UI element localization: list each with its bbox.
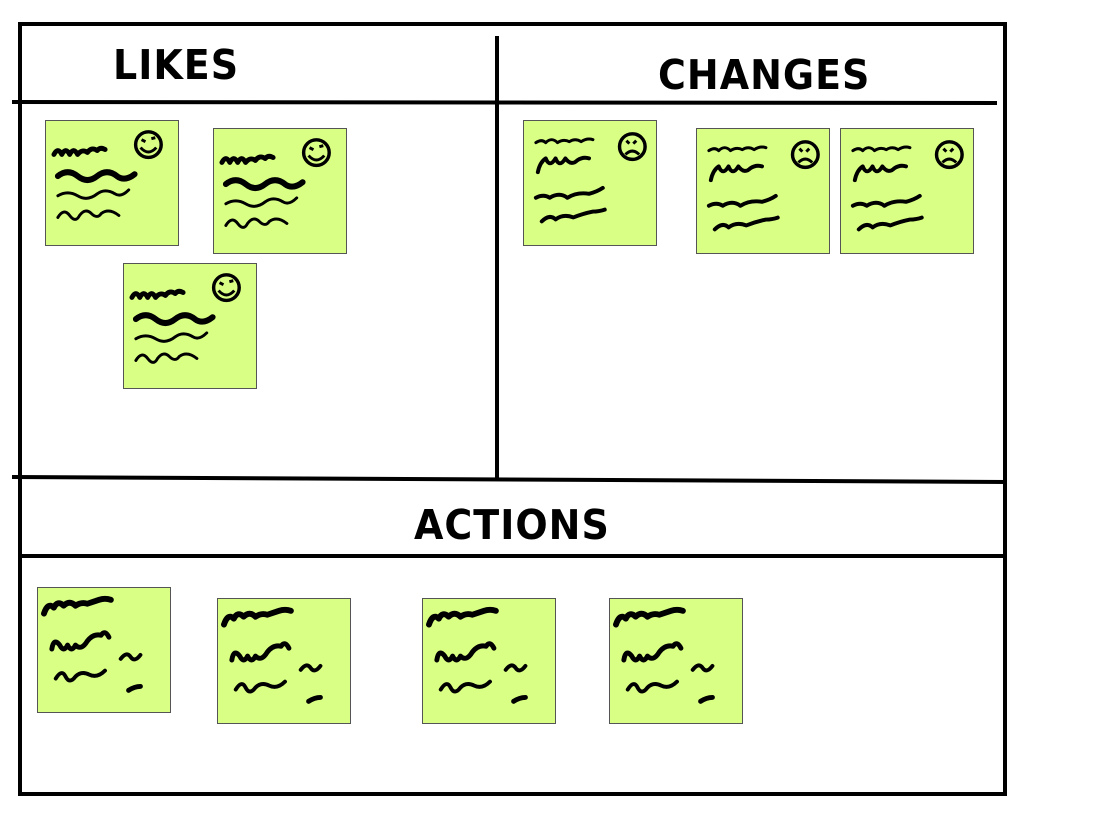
handwritten-scribble <box>706 140 820 232</box>
likes-sticky-note[interactable] <box>45 120 179 246</box>
handwritten-scribble <box>221 606 323 704</box>
changes-sticky-note[interactable] <box>696 128 830 254</box>
handwritten-scribble <box>426 606 528 704</box>
changes-sticky-note[interactable] <box>523 120 657 246</box>
changes-sticky-note[interactable] <box>840 128 974 254</box>
actions-sticky-note[interactable] <box>217 598 351 724</box>
likes-heading: LIKES <box>113 41 240 89</box>
actions-sticky-note[interactable] <box>37 587 171 713</box>
handwritten-scribble <box>533 132 647 224</box>
handwritten-scribble <box>41 595 143 693</box>
changes-heading: CHANGES <box>658 51 871 99</box>
actions-sticky-note[interactable] <box>422 598 556 724</box>
smiley-face-icon <box>133 130 163 160</box>
sad-face-icon <box>617 132 647 162</box>
smiley-face-icon <box>301 138 331 168</box>
handwritten-scribble <box>129 273 241 364</box>
smiley-face-icon <box>211 273 241 303</box>
handwritten-scribble <box>219 138 331 229</box>
likes-sticky-note[interactable] <box>123 263 257 389</box>
actions-sticky-note[interactable] <box>609 598 743 724</box>
sad-face-icon <box>790 140 820 170</box>
handwritten-scribble <box>850 140 964 232</box>
likes-sticky-note[interactable] <box>213 128 347 254</box>
actions-heading: ACTIONS <box>414 501 610 549</box>
sad-face-icon <box>934 140 964 170</box>
handwritten-scribble <box>613 606 715 704</box>
handwritten-scribble <box>51 130 163 221</box>
